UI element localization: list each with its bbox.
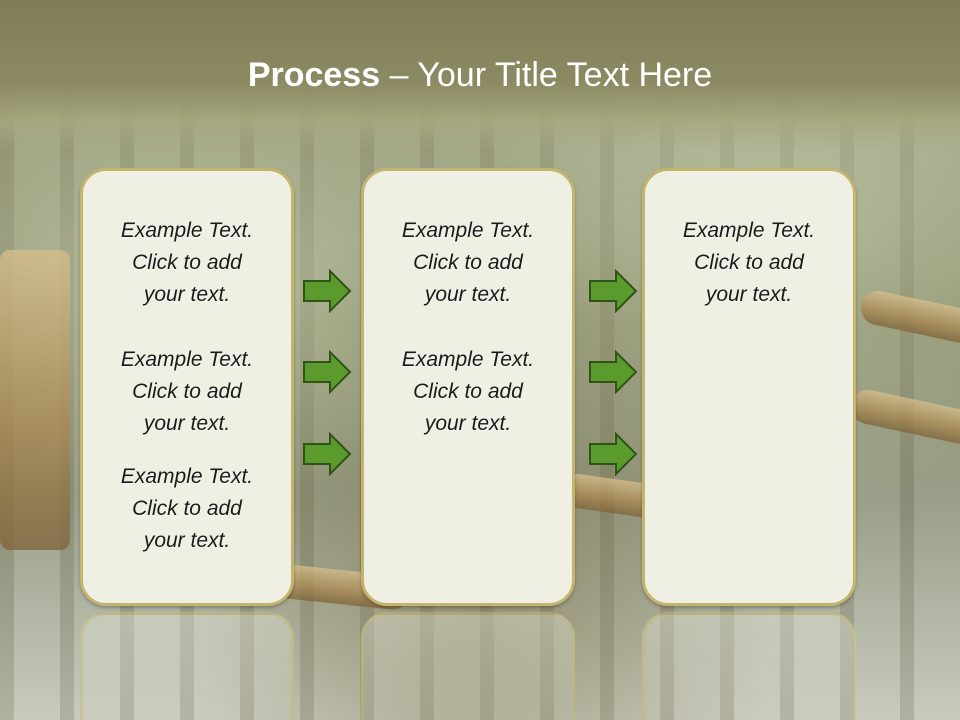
text-line: your text.	[424, 283, 512, 306]
right-arrow-icon	[589, 432, 638, 476]
wood-beam	[0, 250, 70, 550]
process-step-panel-1[interactable]: Example Text. Click to add your text. Ex…	[80, 168, 294, 606]
process-step-panel-2[interactable]: Example Text. Click to add your text. Ex…	[361, 168, 575, 606]
text-line: your text.	[143, 283, 231, 306]
text-placeholder[interactable]: Example Text. Click to add your text.	[364, 215, 572, 311]
text-line: your text.	[705, 283, 793, 306]
text-line: Example Text.	[120, 219, 254, 242]
right-arrow-icon	[589, 350, 638, 394]
text-placeholder[interactable]: Example Text. Click to add your text.	[83, 344, 291, 440]
text-line: Click to add	[132, 497, 242, 520]
text-placeholder[interactable]: Example Text. Click to add your text.	[364, 344, 572, 440]
wood-beam	[857, 287, 960, 347]
text-placeholder[interactable]: Example Text. Click to add your text.	[83, 215, 291, 311]
right-arrow-icon	[303, 432, 352, 476]
text-line: Example Text.	[120, 348, 254, 371]
panel-reflection	[361, 612, 575, 720]
text-line: Example Text.	[682, 219, 816, 242]
text-line: Click to add	[132, 380, 242, 403]
text-line: Click to add	[413, 380, 523, 403]
text-line: Example Text.	[120, 465, 254, 488]
text-line: Click to add	[132, 251, 242, 274]
text-line: your text.	[143, 412, 231, 435]
text-line: Click to add	[413, 251, 523, 274]
slide-title[interactable]: Process – Your Title Text Here	[0, 52, 960, 98]
process-step-panel-3[interactable]: Example Text. Click to add your text.	[642, 168, 856, 606]
right-arrow-icon	[303, 350, 352, 394]
text-placeholder[interactable]: Example Text. Click to add your text.	[83, 461, 291, 557]
text-line: your text.	[424, 412, 512, 435]
text-line: your text.	[143, 529, 231, 552]
text-line: Example Text.	[401, 348, 535, 371]
text-line: Example Text.	[401, 219, 535, 242]
panel-reflection	[642, 612, 856, 720]
text-line: Click to add	[694, 251, 804, 274]
title-bar	[0, 0, 960, 150]
title-rest-part: – Your Title Text Here	[389, 56, 713, 94]
right-arrow-icon	[589, 269, 638, 313]
text-placeholder[interactable]: Example Text. Click to add your text.	[645, 215, 853, 311]
wood-beam	[847, 386, 960, 448]
panel-reflection	[80, 612, 294, 720]
title-bold-part: Process	[247, 56, 381, 94]
right-arrow-icon	[303, 269, 352, 313]
